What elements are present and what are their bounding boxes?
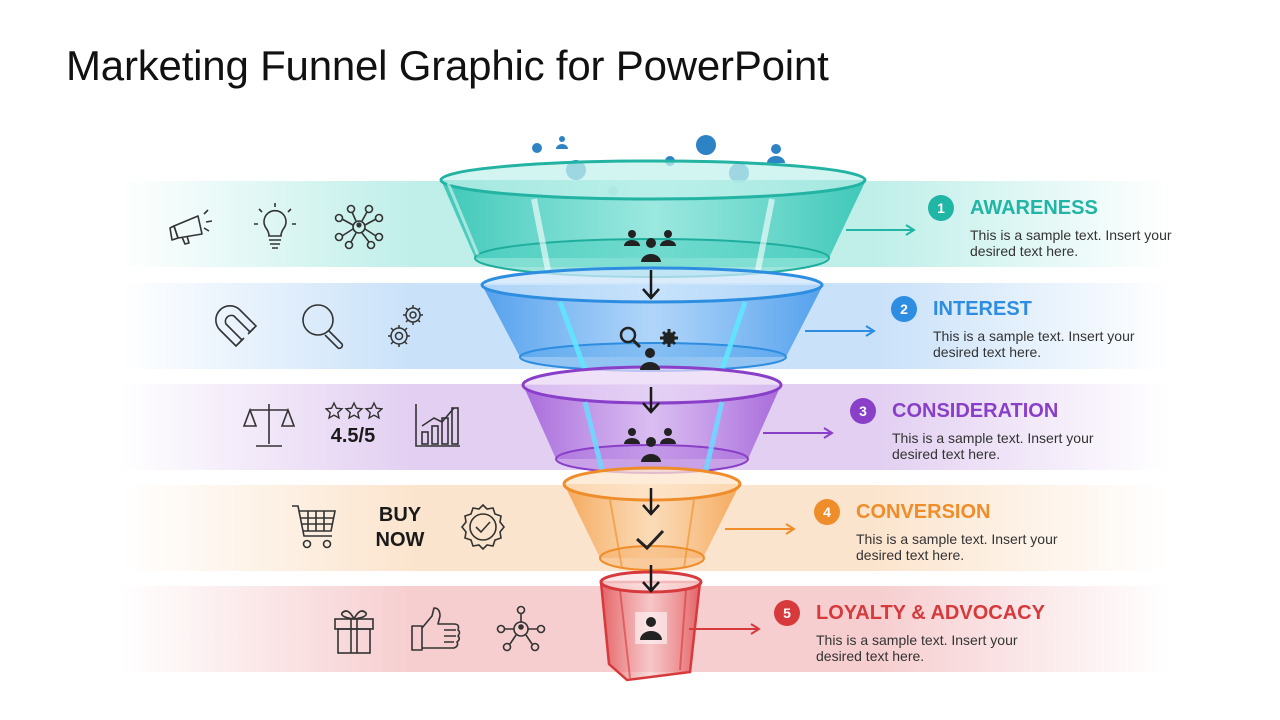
shopping-cart-icon	[292, 505, 336, 549]
stage-name: CONSIDERATION	[892, 400, 1059, 422]
stage-loyalty: 5 LOYALTY & ADVOCACY This is a sample te…	[774, 600, 1094, 664]
people-group-icon	[624, 428, 676, 462]
buy-now-line2: NOW	[375, 529, 425, 551]
bar-chart-icon	[415, 404, 460, 447]
rating-label: 4.5/5	[330, 425, 376, 447]
stage-number-badge: 4	[814, 499, 840, 525]
stage-description: This is a sample text. Insert your desir…	[892, 430, 1094, 462]
scale-icon	[242, 404, 296, 447]
pointer-arrow-interest	[805, 325, 876, 337]
lightbulb-icon	[254, 203, 296, 249]
page-title: Marketing Funnel Graphic for PowerPoint	[66, 42, 829, 89]
badge-check-icon	[460, 503, 506, 551]
flow-arrows	[642, 270, 660, 593]
funnel-level-consideration	[521, 365, 783, 474]
network-icon	[334, 204, 384, 250]
stage-conversion: 4 CONVERSION This is a sample text. Inse…	[814, 499, 1134, 563]
stage-description: This is a sample text. Insert your desir…	[856, 531, 1058, 563]
stage-number-badge: 5	[774, 600, 800, 626]
pointer-arrow-loyalty	[689, 623, 761, 635]
magnet-icon	[215, 305, 258, 348]
gears-icon	[388, 305, 423, 347]
stage-awareness: 1 AWARENESS This is a sample text. Inser…	[928, 195, 1248, 259]
magnifier-icon	[302, 304, 344, 350]
pointer-arrow-consideration	[763, 427, 834, 439]
stage-description: This is a sample text. Insert your desir…	[816, 632, 1018, 664]
stage-name: INTEREST	[933, 298, 1032, 320]
stage-consideration: 3 CONSIDERATION This is a sample text. I…	[850, 398, 1170, 462]
funnel-level-interest	[480, 266, 824, 372]
person-icon	[635, 612, 667, 644]
checkmark-icon	[635, 529, 665, 551]
stage-number-badge: 3	[850, 398, 876, 424]
people-group-icon	[624, 230, 676, 262]
stage-description: This is a sample text. Insert your desir…	[970, 227, 1172, 259]
search-gear-person-icon	[619, 326, 678, 370]
pointer-arrow-conversion	[725, 523, 796, 535]
buy-now-line1: BUY	[378, 504, 422, 526]
megaphone-icon	[169, 209, 213, 245]
stage-name: CONVERSION	[856, 501, 991, 523]
stage-number-badge: 1	[928, 195, 954, 221]
stage-description: This is a sample text. Insert your desir…	[933, 328, 1135, 360]
star-rating-icon	[325, 401, 383, 420]
gift-icon	[334, 610, 374, 654]
stage-name: AWARENESS	[970, 197, 1098, 219]
funnel-level-conversion	[562, 466, 742, 571]
stage-number-badge: 2	[891, 296, 917, 322]
network-icon	[496, 605, 546, 652]
thumbs-up-icon	[411, 607, 461, 651]
buy-now-label: BUY NOW	[358, 503, 442, 553]
stage-interest: 2 INTEREST This is a sample text. Insert…	[891, 296, 1211, 360]
pointer-arrow-awareness	[846, 224, 916, 236]
stage-name: LOYALTY & ADVOCACY	[816, 602, 1045, 624]
